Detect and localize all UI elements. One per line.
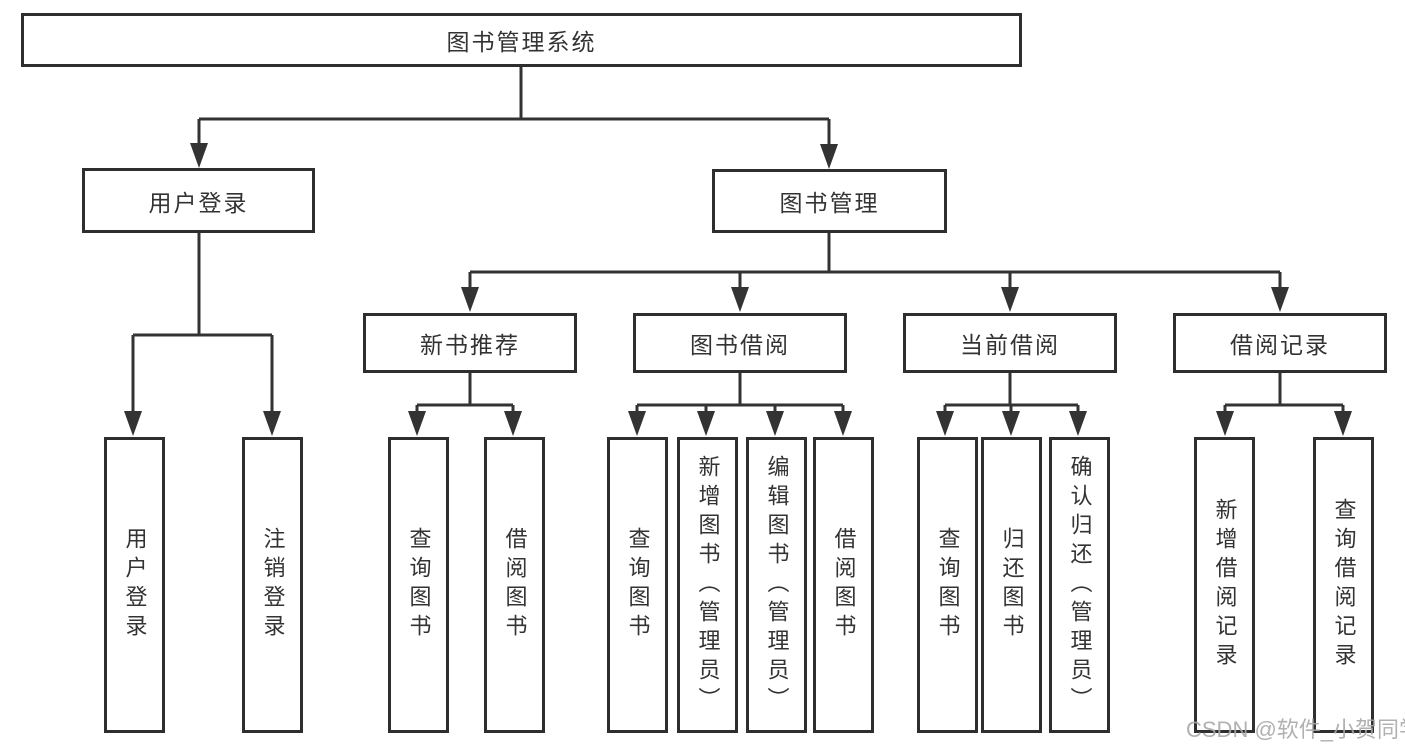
node-leaf-add-books-admin: 新增图书（管理员） — [677, 437, 738, 733]
node-label: 借阅记录 — [1230, 332, 1330, 358]
node-borrow-records: 借阅记录 — [1173, 313, 1387, 373]
node-current-borrow: 当前借阅 — [903, 313, 1117, 373]
node-label: 确认归还（管理员） — [1067, 454, 1093, 716]
node-label: 编辑图书（管理员） — [764, 454, 790, 716]
node-label: 归还图书 — [999, 527, 1025, 643]
node-label: 新增图书（管理员） — [695, 454, 721, 716]
node-leaf-query-borrow-record: 查询借阅记录 — [1313, 437, 1374, 733]
node-label: 查询图书 — [625, 527, 651, 643]
node-leaf-borrow-books-recommend: 借阅图书 — [484, 437, 545, 733]
node-label: 用户登录 — [122, 527, 148, 643]
node-leaf-logout: 注销登录 — [242, 437, 303, 733]
node-label: 图书借阅 — [690, 332, 790, 358]
node-leaf-return-books: 归还图书 — [981, 437, 1042, 733]
connector-book-management-branch — [468, 233, 1282, 294]
node-leaf-confirm-return-admin: 确认归还（管理员） — [1049, 437, 1110, 733]
connector-borrow-records-branch — [1223, 373, 1345, 418]
node-new-book-recommend: 新书推荐 — [363, 313, 577, 373]
node-label: 图书管理系统 — [446, 29, 597, 55]
node-label: 查询图书 — [406, 527, 432, 643]
node-leaf-query-books-current: 查询图书 — [917, 437, 978, 733]
node-user-login: 用户登录 — [82, 168, 315, 233]
connector-user-login-branch — [131, 233, 274, 418]
arrowheads — [124, 143, 1352, 436]
node-label: 新书推荐 — [420, 332, 520, 358]
node-label: 借阅图书 — [502, 527, 528, 643]
node-leaf-add-borrow-record: 新增借阅记录 — [1194, 437, 1255, 733]
connector-book-borrow-branch — [635, 373, 845, 418]
node-label: 借阅图书 — [831, 527, 857, 643]
node-book-borrow: 图书借阅 — [633, 313, 847, 373]
node-book-management: 图书管理 — [712, 169, 947, 233]
node-label: 注销登录 — [260, 527, 286, 643]
node-library-management-system: 图书管理系统 — [21, 13, 1022, 67]
connector-new-book-branch — [415, 373, 515, 418]
csdn-watermark: CSDN @软件_小贺同学 — [1186, 717, 1405, 742]
node-leaf-query-books-borrow: 查询图书 — [607, 437, 668, 733]
node-label: 图书管理 — [779, 190, 880, 216]
node-label: 当前借阅 — [960, 332, 1060, 358]
node-leaf-query-books-recommend: 查询图书 — [388, 437, 449, 733]
node-label: 新增借阅记录 — [1212, 498, 1238, 672]
node-leaf-borrow-books: 借阅图书 — [813, 437, 874, 733]
node-leaf-edit-books-admin: 编辑图书（管理员） — [746, 437, 807, 733]
node-label: 用户登录 — [148, 189, 249, 216]
node-label: 查询图书 — [935, 527, 961, 643]
node-leaf-user-login: 用户登录 — [104, 437, 165, 733]
connector-root — [197, 67, 831, 151]
node-label: 查询借阅记录 — [1331, 498, 1357, 672]
